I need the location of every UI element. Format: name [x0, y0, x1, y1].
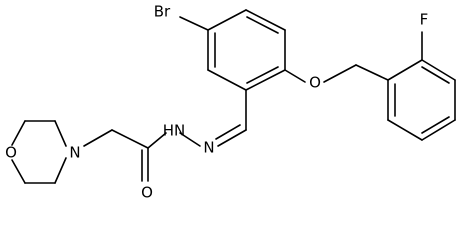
central-benzene-ring [207, 9, 286, 91]
fluorine-label: F [420, 11, 429, 29]
c-br-bond [179, 16, 209, 31]
morpholine-nitrogen-label: N [69, 144, 80, 162]
molecule-structure: Br F O N O O HN N [5, 3, 456, 202]
bromine-label: Br [154, 3, 171, 21]
morpholine-oxygen-label: O [5, 144, 17, 162]
hydrazone-nitrogen-label: N [203, 139, 214, 157]
hydrazone-chain [147, 89, 247, 149]
ether-oxygen-label: O [309, 74, 321, 92]
morpholine-ring [11, 120, 67, 184]
amide-nitrogen-label: HN [163, 122, 186, 140]
fluorophenyl-ring [387, 59, 456, 141]
carbonyl-oxygen-label: O [141, 184, 153, 202]
acetamide-group [83, 129, 149, 182]
benzyl-ether-linker [284, 64, 389, 83]
